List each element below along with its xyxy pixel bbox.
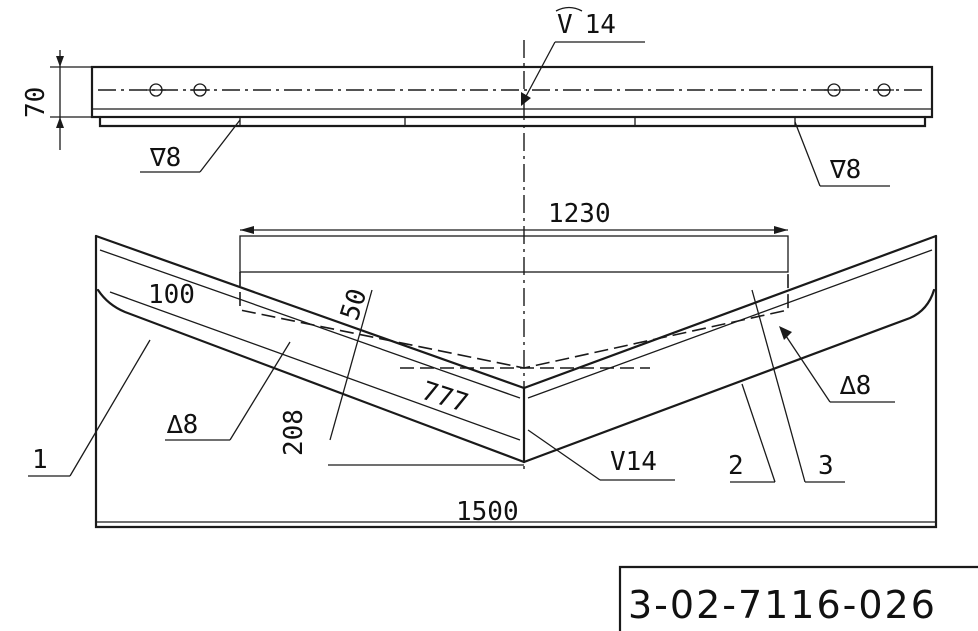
weld-v-mark: V — [557, 10, 573, 40]
weld-symbol-front-left: ∆8 — [165, 341, 291, 441]
title-block-frame — [618, 565, 978, 631]
part-callout-1: 1 — [28, 339, 151, 477]
right-arm-bottom — [522, 288, 936, 464]
weld-front-left-mark: ∆ — [166, 410, 183, 440]
drawing-number: 3-02-7116-026 — [628, 583, 937, 627]
weld-left-label: 8 — [166, 143, 182, 173]
dim-208-label: 208 — [279, 409, 309, 456]
top-view-plate-joints — [239, 117, 796, 126]
right-arm-top-inner — [527, 249, 933, 399]
weld-front-right-mark: ∆ — [839, 371, 856, 401]
dim-70-label: 70 — [21, 87, 51, 118]
top-view-plate — [98, 115, 927, 128]
dimension-70: 70 — [21, 50, 100, 150]
dimension-1230: 1230 — [240, 199, 788, 234]
dim-100-label: 100 — [148, 280, 195, 310]
svg-text:V14: V14 — [610, 447, 657, 477]
weld-right-mark: ∇ — [829, 155, 846, 185]
part-2-label: 2 — [728, 451, 744, 481]
title-block: 3-02-7116-026 — [618, 565, 978, 631]
part-1-label: 1 — [32, 445, 48, 475]
dimension-208: 208 — [279, 409, 524, 466]
weld-right-label: 8 — [846, 155, 862, 185]
front-view: 1230 1500 100 50 777 208 ∆8 ∆8 — [28, 199, 938, 529]
svg-text:∇8: ∇8 — [829, 155, 861, 185]
weld-front-right-label: 8 — [856, 371, 872, 401]
top-view-bar-outline — [90, 65, 934, 119]
weld-symbol-top: V 14 — [521, 6, 645, 106]
svg-text:∇8: ∇8 — [149, 143, 181, 173]
inner-bar — [239, 235, 789, 273]
weld-top-label: 14 — [585, 10, 616, 40]
part-callout-3: 3 — [751, 289, 845, 483]
weld-symbol-top-left: ∇8 — [140, 119, 241, 173]
part-3-label: 3 — [818, 451, 834, 481]
weld-front-left-label: 8 — [183, 410, 199, 440]
top-view-holes — [146, 83, 894, 97]
dim-50-line — [329, 289, 373, 441]
left-arm-top — [94, 234, 526, 390]
weld-symbol-top-right: ∇8 — [794, 121, 890, 187]
weld-arc — [555, 6, 583, 12]
front-view-frame — [94, 234, 938, 529]
dim-1500-label: 1500 — [456, 497, 519, 527]
dim-777-label: 777 — [418, 376, 472, 419]
left-arm-bottom — [96, 288, 526, 464]
weld-symbol-front-bottom: V14 — [527, 429, 675, 481]
weld-front-bottom-label: 14 — [626, 447, 657, 477]
svg-text:∆8: ∆8 — [166, 410, 198, 440]
weld-front-bottom-mark: V — [610, 447, 626, 477]
svg-text:∆8: ∆8 — [839, 371, 871, 401]
dimension-1500: 1500 — [96, 497, 936, 527]
dim-1230-label: 1230 — [548, 199, 611, 229]
svg-text:V14: V 14 — [557, 10, 616, 40]
left-arm-bottom-inner — [109, 291, 521, 441]
right-arm-top — [522, 234, 938, 390]
part-callout-2: 2 — [728, 383, 776, 483]
weld-symbol-front-right: ∆8 — [779, 326, 895, 403]
weld-left-mark: ∇ — [149, 143, 166, 173]
